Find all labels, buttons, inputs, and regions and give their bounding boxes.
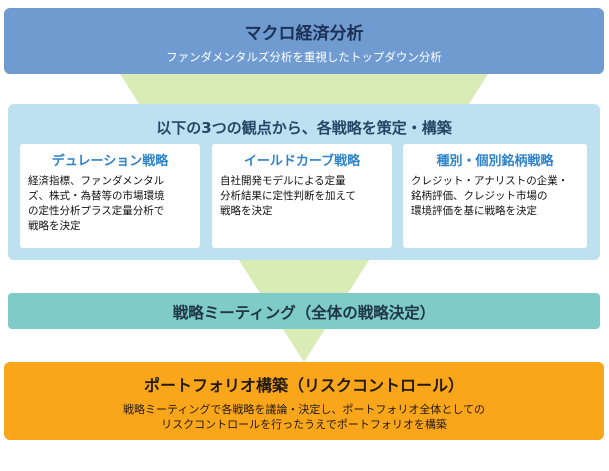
portfolio-construction-box: ポートフォリオ構築（リスクコントロール） 戦略ミーティングで各戦略を議論・決定し…	[4, 362, 604, 440]
strategy-perspectives-title: 以下の3つの観点から、各戦略を策定・構築	[156, 119, 452, 137]
sector-issue-strategy-title: 種別・個別銘柄戦略	[436, 154, 554, 169]
yield-curve-strategy-description: 自社開発モデルによる定量 分析結果に定性判断を加えて 戦略を決定	[220, 175, 356, 217]
sector-issue-strategy-description: クレジット・アナリストの企業・ 銘柄評価、クレジット市場の 環境評価を基に戦略を…	[411, 175, 569, 217]
duration-strategy-title: デュレーション戦略	[51, 154, 169, 169]
macro-analysis-box: マクロ経済分析 ファンダメンタルズ分析を重視したトップダウン分析	[4, 8, 604, 74]
portfolio-construction-description: 戦略ミーティングで各戦略を議論・決定し、ポートフォリオ全体としての リスクコント…	[122, 403, 485, 431]
yield-curve-strategy-card: イールドカーブ戦略 自社開発モデルによる定量 分析結果に定性判断を加えて 戦略を…	[212, 144, 392, 248]
macro-analysis-subtitle: ファンダメンタルズ分析を重視したトップダウン分析	[166, 50, 442, 64]
duration-strategy-description: 経済指標、ファンダメンタル ズ、株式・為替等の市場環境 の定性分析プラス定量分析…	[28, 175, 165, 232]
duration-strategy-card: デュレーション戦略 経済指標、ファンダメンタル ズ、株式・為替等の市場環境 の定…	[20, 144, 200, 248]
portfolio-construction-title: ポートフォリオ構築（リスクコントロール）	[143, 376, 464, 395]
strategy-meeting-box: 戦略ミーティング（全体の戦略決定）	[8, 293, 600, 329]
sector-issue-strategy-card: 種別・個別銘柄戦略 クレジット・アナリストの企業・ 銘柄評価、クレジット市場の …	[403, 144, 587, 248]
strategy-meeting-title: 戦略ミーティング（全体の戦略決定）	[172, 304, 436, 322]
yield-curve-strategy-title: イールドカーブ戦略	[243, 154, 361, 169]
macro-analysis-title: マクロ経済分析	[244, 24, 364, 44]
